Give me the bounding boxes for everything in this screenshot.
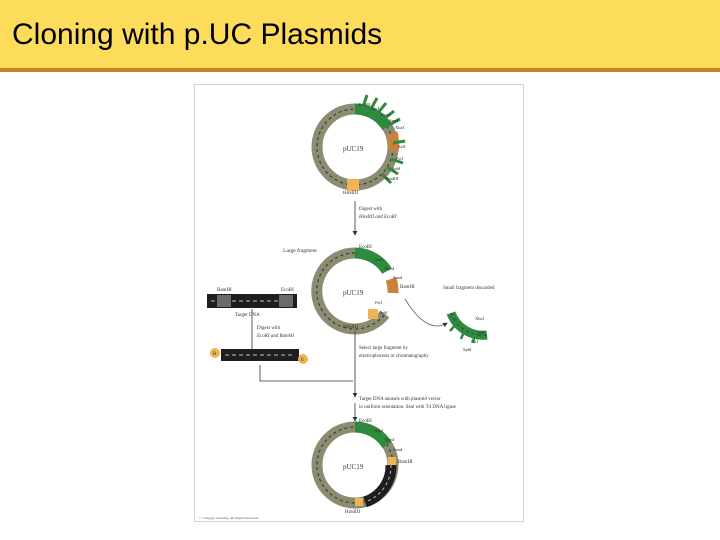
site-label: HindIII xyxy=(385,176,399,181)
small-fragment: XbaI SalI PstI SphI xyxy=(446,311,488,352)
origin-marker xyxy=(347,179,359,191)
site-label: SacI xyxy=(375,257,383,262)
site-label: SacI xyxy=(375,428,383,433)
site-label: PstI xyxy=(375,300,383,305)
mcs-region xyxy=(354,421,392,449)
plasmid-large-fragment: pUC19 EcoRI SacI KpnI SmaI BamHI PstI Sp… xyxy=(311,245,415,335)
discard-arrow xyxy=(404,298,448,328)
site-label: SmaI xyxy=(393,275,403,280)
mcs-region xyxy=(354,247,392,275)
copyright: © Cengage Learning. All Rights Reserved. xyxy=(199,515,259,520)
plasmid-label: pUC19 xyxy=(343,463,364,471)
site-label: EcoRI xyxy=(359,245,372,250)
site-label: HindIII xyxy=(345,510,360,515)
plasmid-recombinant: pUC19 EcoRI SacI KpnI SmaI BamHI HindIII xyxy=(311,419,413,515)
site-label: EcoRI xyxy=(359,419,372,424)
mcs-region xyxy=(354,103,392,131)
site-label: SphI xyxy=(392,166,401,171)
site-label: KpnI xyxy=(385,437,395,442)
plasmid-puc19: pUC19 EcoRI SacI KpnI SmaI XbaI SalI Pst… xyxy=(311,94,406,196)
arrow-caption: HindIII and EcoRI xyxy=(358,215,397,220)
digest-caption: EcoRI and BamHI xyxy=(256,334,294,339)
end-label: B xyxy=(213,352,217,357)
site-label: KpnI xyxy=(381,112,391,117)
site-label: SphI xyxy=(379,310,388,315)
lacz-region xyxy=(385,277,399,294)
site-label: SphI xyxy=(463,347,472,352)
site-label: HindIII xyxy=(343,191,358,196)
slide-title: Cloning with p.UC Plasmids xyxy=(12,18,383,51)
target-dna-label: Target DNA xyxy=(235,313,260,318)
site-label: HindIII xyxy=(343,325,358,330)
site-label: BamHI xyxy=(400,285,415,290)
large-fragment-label: Large fragment xyxy=(283,247,317,254)
site-label: XbaI xyxy=(475,316,484,321)
ligation-note: in uniform orientation. Seal with T4 DNA… xyxy=(359,405,457,410)
sticky-end-b xyxy=(210,348,220,358)
site-label: SmaI xyxy=(389,118,399,123)
site-label: EcoRI xyxy=(281,288,294,293)
sticky-end-e xyxy=(298,354,308,364)
site-label: SalI xyxy=(477,330,485,335)
plasmid-label: pUC19 xyxy=(343,289,364,297)
plasmid-label: pUC19 xyxy=(343,145,364,153)
site-label: PstI xyxy=(396,156,404,161)
site-label: PstI xyxy=(471,339,479,344)
cloning-diagram: pUC19 EcoRI SacI KpnI SmaI XbaI SalI Pst… xyxy=(199,94,495,520)
site-label: SalI xyxy=(398,144,406,149)
figure-panel: pUC19 EcoRI SacI KpnI SmaI XbaI SalI Pst… xyxy=(194,84,524,522)
site-label: SmaI xyxy=(393,447,403,452)
arrow-caption: Digest with xyxy=(359,207,383,212)
site-label: BamHI xyxy=(398,460,413,465)
site-label: EcoRI xyxy=(359,102,371,107)
end-label: E xyxy=(301,358,304,363)
digest-caption: Digest with xyxy=(257,326,281,331)
ligation-note: Target DNA anneals with plasmid vector xyxy=(359,397,441,402)
select-note: Select large fragment by xyxy=(359,346,408,351)
cut-end xyxy=(368,309,378,319)
site-label: KpnI xyxy=(385,266,395,271)
site-label: XbaI xyxy=(395,125,404,130)
title-bar: Cloning with p.UC Plasmids xyxy=(0,0,720,72)
site-label: BamHI xyxy=(217,288,232,293)
small-fragment-label: Small fragment discarded xyxy=(443,286,495,291)
site-label: SacI xyxy=(371,106,379,111)
target-dna: BamHI EcoRI Target DNA Digest with EcoRI… xyxy=(207,288,353,382)
plasmid-ring xyxy=(311,247,390,335)
select-note: electrophoresis or chromatography xyxy=(359,354,429,359)
